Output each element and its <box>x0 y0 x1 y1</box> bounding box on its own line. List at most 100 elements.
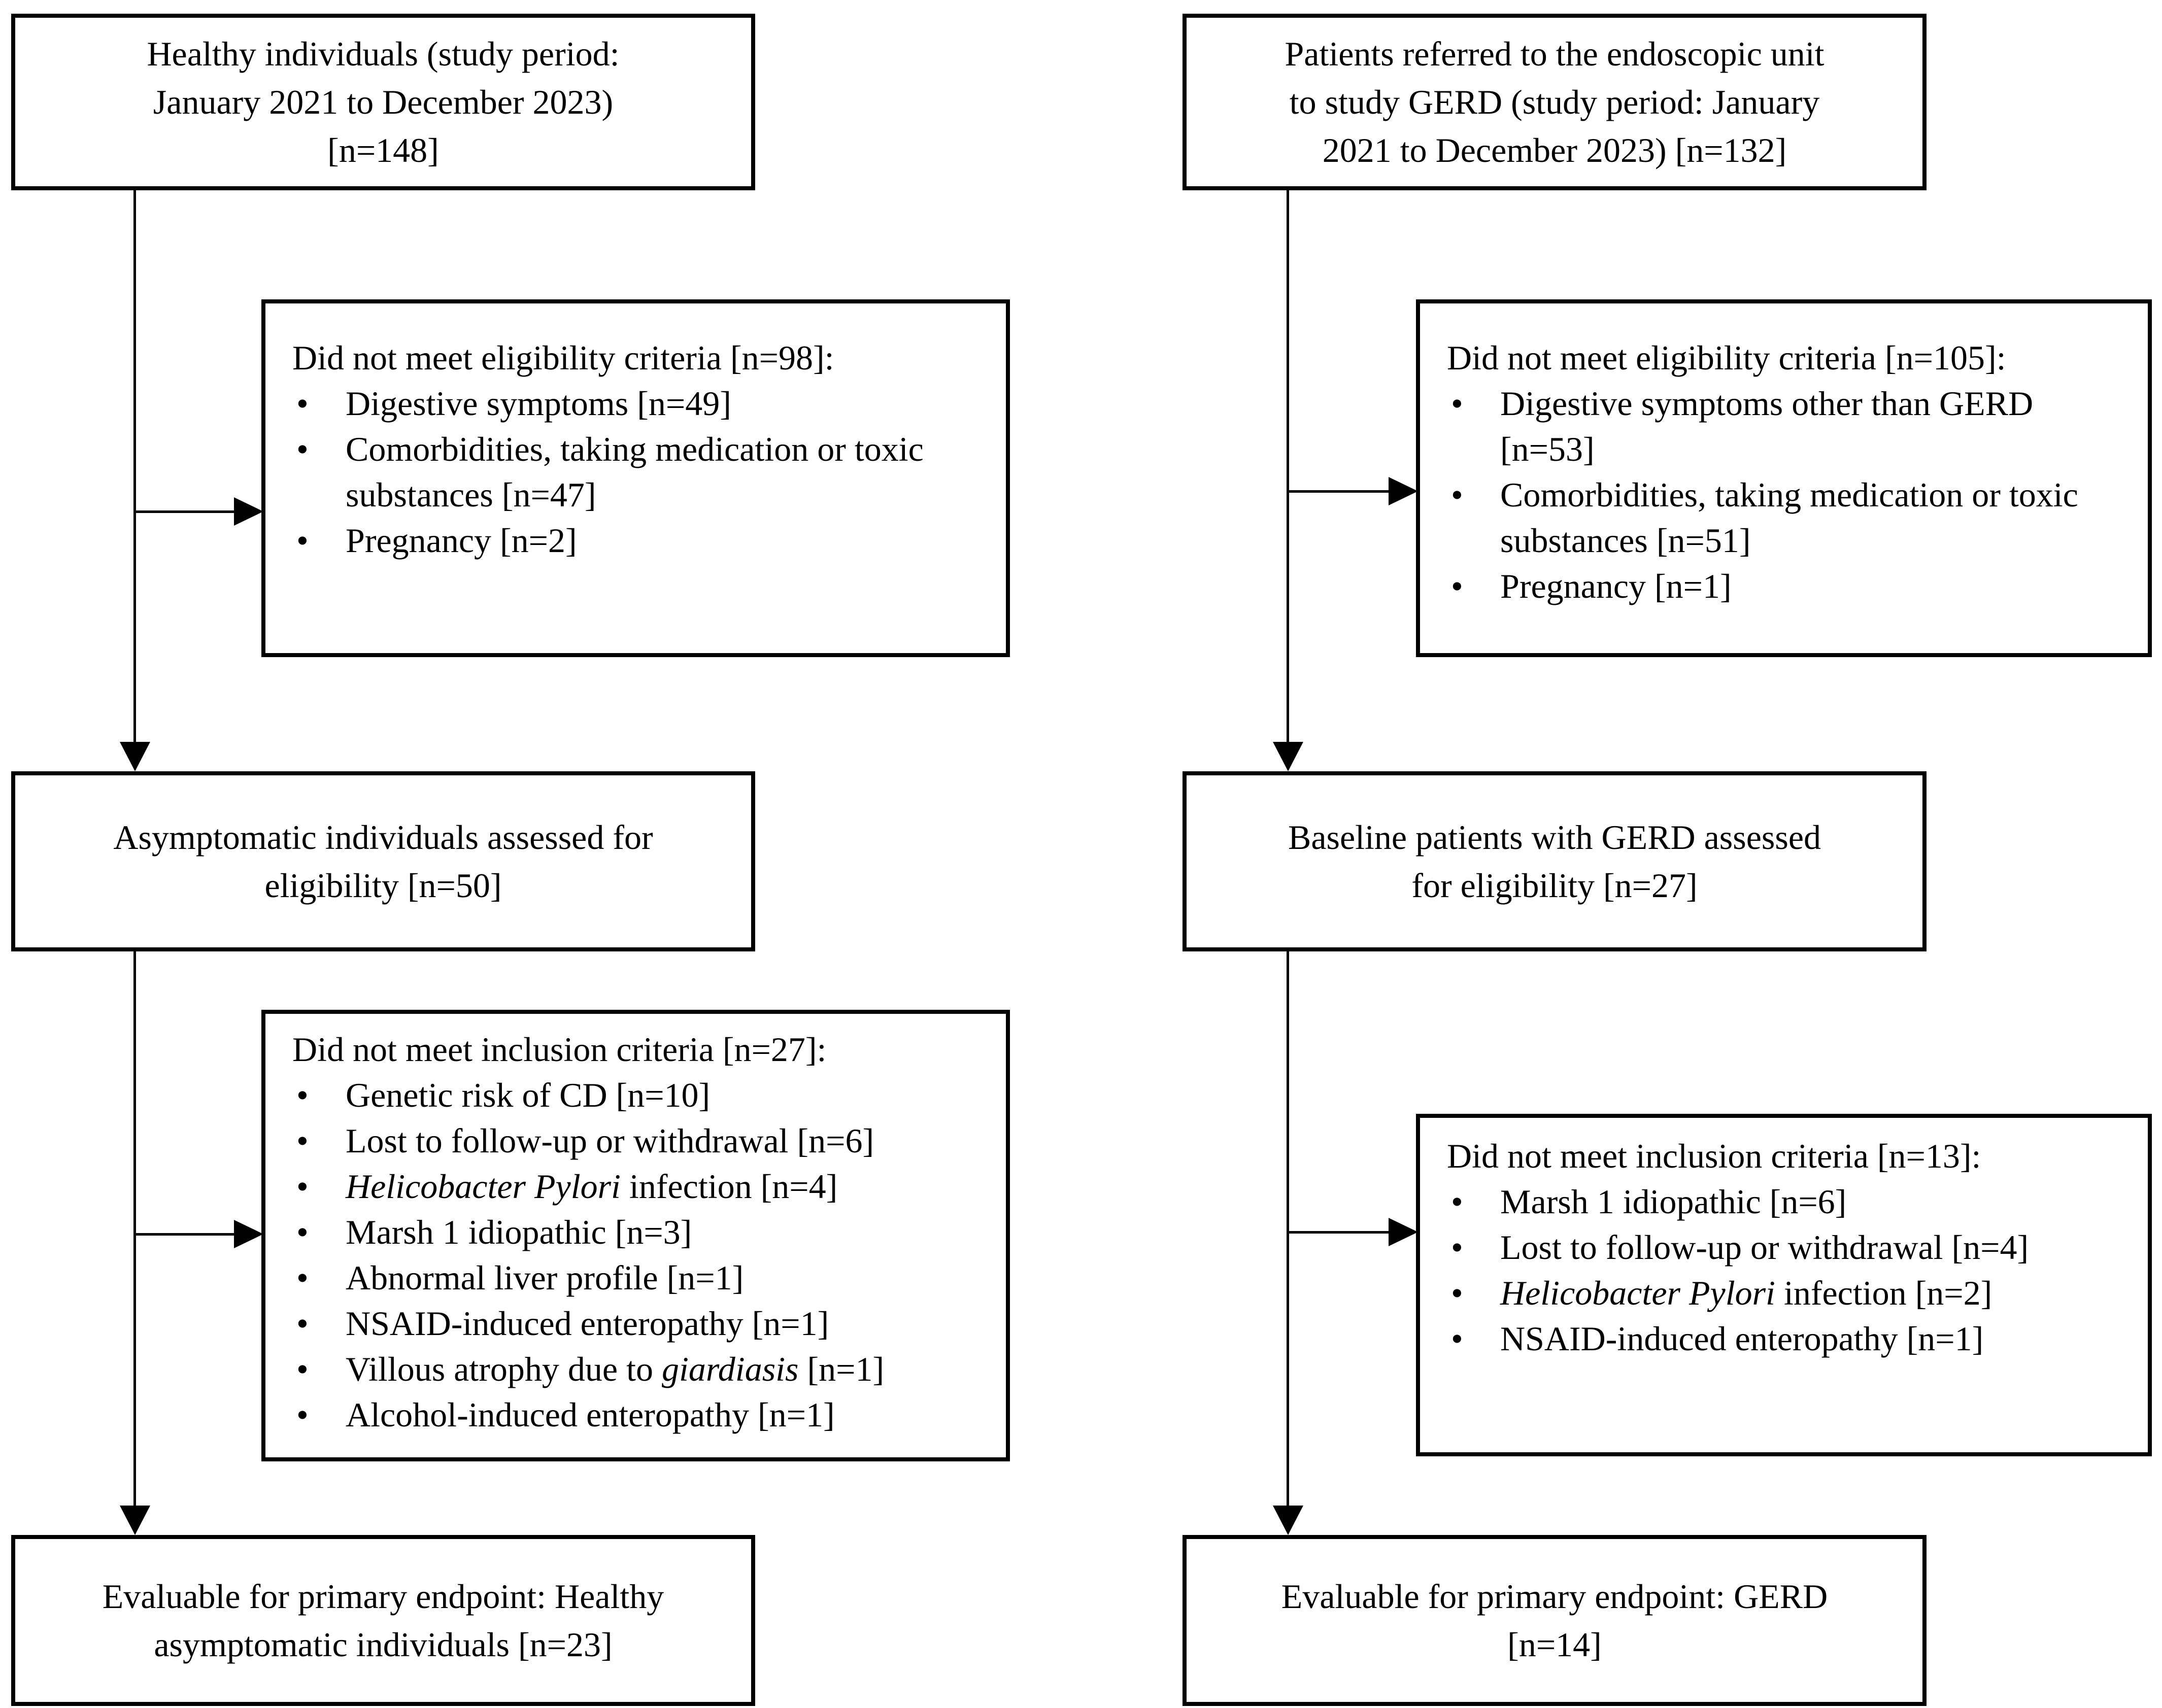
box-text-line: to study GERD (study period: January <box>1289 82 1820 121</box>
list-item: • Digestive symptoms other than GERD <box>1447 381 2140 426</box>
connector-line <box>135 510 237 513</box>
connector-line <box>1287 951 1289 1506</box>
right-eligibility-exclusion-box: Did not meet eligibility criteria [n=105… <box>1416 299 2152 657</box>
list-item-text: Alcohol-induced enteropathy [n=1] <box>346 1395 835 1434</box>
list-item-text: NSAID-induced enteropathy [n=1] <box>1500 1319 1984 1358</box>
bullet-icon: • <box>296 1395 309 1434</box>
left-eligibility-exclusion-box: Did not meet eligibility criteria [n=98]… <box>261 299 1010 657</box>
list-item-text: substances [n=51] <box>1500 521 1751 560</box>
connector-line <box>133 951 136 1506</box>
list-item-text: Marsh 1 idiopathic [n=3] <box>346 1213 692 1251</box>
list-item-text: Pregnancy [n=1] <box>1500 567 1732 605</box>
list-item: • Marsh 1 idiopathic [n=3] <box>292 1209 998 1255</box>
bullet-icon: • <box>1451 1274 1463 1312</box>
list-item: • Helicobacter Pylori infection [n=2] <box>1447 1270 2140 1316</box>
connector-line <box>1287 190 1289 744</box>
list-item-text: [n=53] <box>1500 430 1595 468</box>
list-item: • Pregnancy [n=1] <box>1447 563 2140 609</box>
list-item: • Pregnancy [n=2] <box>292 518 998 563</box>
box-text-line: Evaluable for primary endpoint: Healthy <box>102 1577 664 1616</box>
list-item: • Marsh 1 idiopathic [n=6] <box>1447 1179 2140 1224</box>
list-item-text: Pregnancy [n=2] <box>346 521 577 560</box>
list-item-text: Abnormal liver profile [n=1] <box>346 1258 744 1297</box>
box-text-line: [n=148] <box>327 130 439 169</box>
exclusion-title: Did not meet inclusion criteria [n=27]: <box>292 1030 827 1069</box>
box-text-line: asymptomatic individuals [n=23] <box>154 1625 613 1664</box>
list-item: • Helicobacter Pylori infection [n=4] <box>292 1164 998 1209</box>
box-text-line: Evaluable for primary endpoint: GERD <box>1281 1577 1828 1616</box>
list-item-text: Comorbidities, taking medication or toxi… <box>346 430 924 468</box>
connector-line <box>133 190 136 744</box>
bullet-icon: • <box>296 384 309 423</box>
list-item-text: Comorbidities, taking medication or toxi… <box>1500 475 2078 514</box>
list-item: • Lost to follow-up or withdrawal [n=6] <box>292 1118 998 1164</box>
list-item: • Digestive symptoms [n=49] <box>292 381 998 426</box>
exclusion-title: Did not meet eligibility criteria [n=98]… <box>292 338 834 377</box>
list-item-continuation: [n=53] <box>1447 426 2140 472</box>
bullet-icon: • <box>296 430 309 468</box>
bullet-icon: • <box>296 1121 309 1160</box>
bullet-icon: • <box>296 1258 309 1297</box>
list-item: • NSAID-induced enteropathy [n=1] <box>292 1301 998 1346</box>
bullet-icon: • <box>296 521 309 560</box>
right-evaluable-box: Evaluable for primary endpoint: GERD [n=… <box>1183 1535 1927 1706</box>
list-item: • Villous atrophy due to giardiasis [n=1… <box>292 1346 998 1392</box>
connector-line <box>135 1233 237 1236</box>
box-text-line: January 2021 to December 2023) <box>153 82 614 121</box>
box-text-line: Asymptomatic individuals assessed for <box>113 817 653 857</box>
list-item: • Lost to follow-up or withdrawal [n=4] <box>1447 1224 2140 1270</box>
list-item: • Comorbidities, taking medication or to… <box>1447 472 2140 518</box>
list-item: • Alcohol-induced enteropathy [n=1] <box>292 1392 998 1438</box>
left-evaluable-box: Evaluable for primary endpoint: Healthy … <box>11 1535 755 1706</box>
bullet-icon: • <box>1451 567 1463 605</box>
bullet-icon: • <box>1451 1228 1463 1267</box>
connector-line <box>1288 490 1390 493</box>
arrowhead-right-icon <box>1389 1218 1418 1246</box>
arrowhead-down-icon <box>1273 742 1303 771</box>
list-item-text: Helicobacter Pylori infection [n=4] <box>346 1167 838 1206</box>
list-item-text: Helicobacter Pylori infection [n=2] <box>1500 1274 1992 1312</box>
arrowhead-right-icon <box>1389 477 1418 505</box>
list-item: • Genetic risk of CD [n=10] <box>292 1072 998 1118</box>
list-item-text: Lost to follow-up or withdrawal [n=6] <box>346 1121 874 1160</box>
arrowhead-right-icon <box>234 1220 263 1248</box>
list-item-continuation: substances [n=47] <box>292 472 998 518</box>
left-enrollment-box: Healthy individuals (study period: Janua… <box>11 14 755 190</box>
left-inclusion-exclusion-box: Did not meet inclusion criteria [n=27]: … <box>261 1010 1010 1461</box>
list-item-text: Villous atrophy due to giardiasis [n=1] <box>346 1350 885 1388</box>
list-item-text: NSAID-induced enteropathy [n=1] <box>346 1304 829 1343</box>
bullet-icon: • <box>1451 1319 1463 1358</box>
arrowhead-right-icon <box>234 497 263 526</box>
list-item-text: Lost to follow-up or withdrawal [n=4] <box>1500 1228 2029 1267</box>
box-text-line: eligibility [n=50] <box>264 866 502 905</box>
bullet-icon: • <box>296 1167 309 1206</box>
list-item: • Abnormal liver profile [n=1] <box>292 1255 998 1301</box>
arrowhead-down-icon <box>120 742 150 771</box>
box-text-line: [n=14] <box>1507 1625 1602 1664</box>
bullet-icon: • <box>296 1304 309 1343</box>
box-text-line: Baseline patients with GERD assessed <box>1288 817 1821 857</box>
arrowhead-down-icon <box>120 1506 150 1535</box>
exclusion-title: Did not meet eligibility criteria [n=105… <box>1447 338 2006 377</box>
bullet-icon: • <box>1451 384 1463 423</box>
list-item: • NSAID-induced enteropathy [n=1] <box>1447 1316 2140 1361</box>
bullet-icon: • <box>296 1350 309 1388</box>
bullet-icon: • <box>1451 475 1463 514</box>
box-text-line: 2021 to December 2023) [n=132] <box>1322 130 1787 169</box>
right-enrollment-box: Patients referred to the endoscopic unit… <box>1183 14 1927 190</box>
list-item-text: Marsh 1 idiopathic [n=6] <box>1500 1182 1847 1221</box>
left-assessed-box: Asymptomatic individuals assessed for el… <box>11 771 755 951</box>
arrowhead-down-icon <box>1273 1506 1303 1535</box>
connector-line <box>1288 1231 1390 1234</box>
list-item-text: Digestive symptoms other than GERD <box>1500 384 2034 423</box>
bullet-icon: • <box>296 1213 309 1251</box>
list-item-text: Digestive symptoms [n=49] <box>346 384 731 423</box>
box-text-line: Patients referred to the endoscopic unit <box>1285 34 1825 73</box>
bullet-icon: • <box>296 1076 309 1114</box>
list-item-continuation: substances [n=51] <box>1447 518 2140 563</box>
list-item-text: substances [n=47] <box>346 475 596 514</box>
right-inclusion-exclusion-box: Did not meet inclusion criteria [n=13]: … <box>1416 1114 2152 1456</box>
list-item: • Comorbidities, taking medication or to… <box>292 426 998 472</box>
list-item-text: Genetic risk of CD [n=10] <box>346 1076 711 1114</box>
